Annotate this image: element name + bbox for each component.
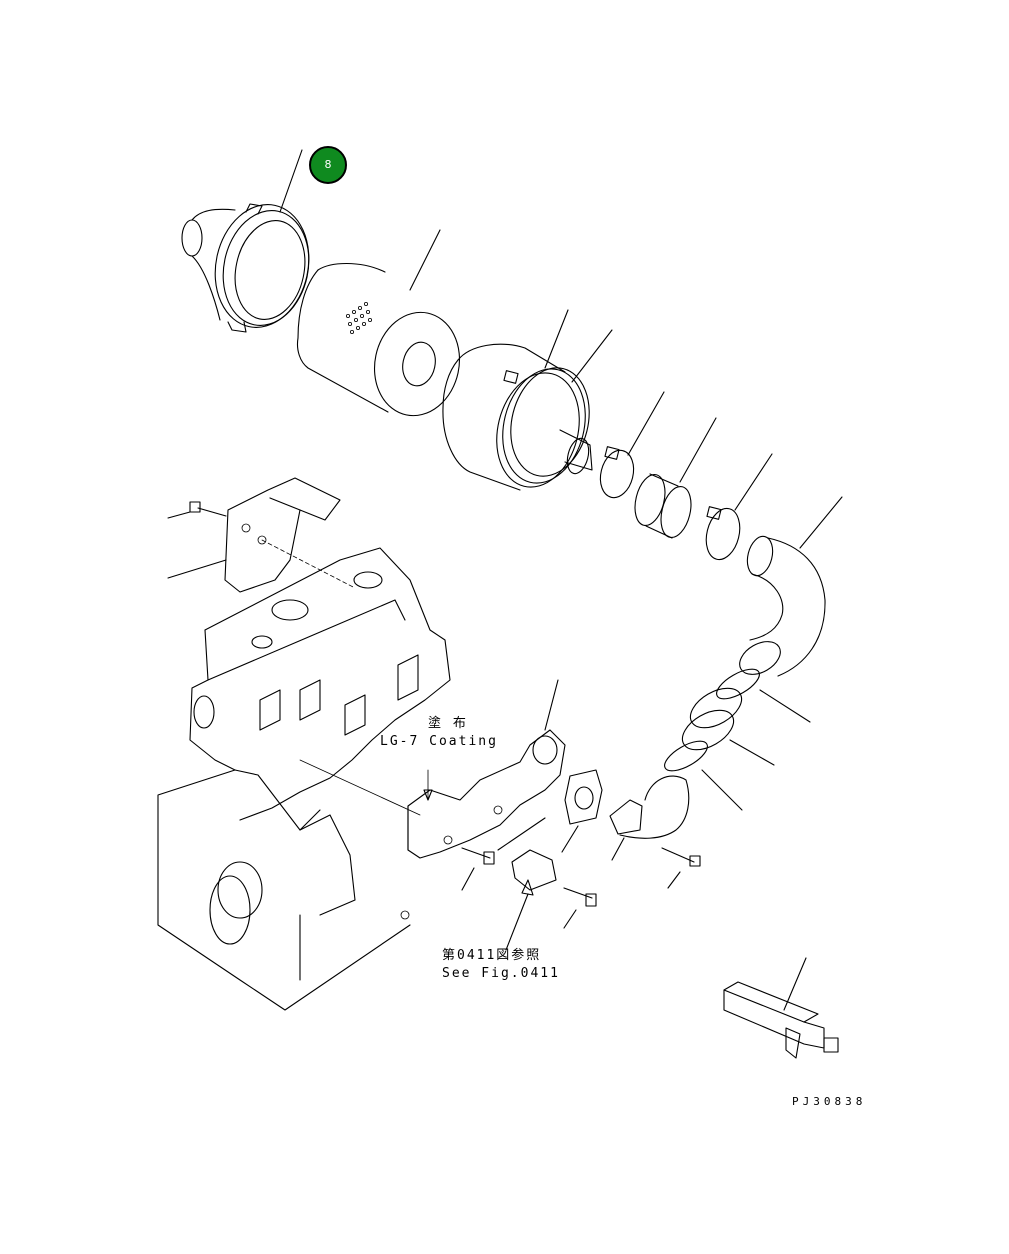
- air-cleaner-body: [442, 309, 613, 491]
- filter-perforation: [345, 301, 372, 334]
- engine-block: [157, 547, 451, 1011]
- see-fig-label-jp: 第0411図参照: [442, 948, 542, 963]
- hose-clamp-middle: [705, 453, 773, 561]
- intake-hose-upper: [634, 417, 717, 539]
- bolt-manifold: [461, 847, 495, 891]
- see-fig-label-en: See Fig.0411: [442, 966, 560, 981]
- bolt-elbow: [661, 847, 701, 889]
- intake-elbow: [609, 775, 690, 861]
- manifold-gasket: [561, 769, 603, 853]
- callout-marker-badge[interactable]: 8: [309, 146, 347, 184]
- intake-hose-lower: [681, 687, 775, 766]
- elbow-hose: [739, 496, 843, 677]
- air-cleaner-cover: [181, 149, 310, 333]
- exhaust-manifold: [407, 679, 566, 859]
- coating-label-en: LG-7 Coating: [380, 734, 498, 749]
- figure-code: PJ30838: [792, 1095, 867, 1108]
- service-tool: [723, 957, 839, 1059]
- mounting-bracket: [167, 477, 356, 593]
- hose-clamp-bottom: [664, 740, 743, 811]
- hose-clamp-upper: [599, 391, 665, 499]
- clamp-bracket: [497, 817, 557, 951]
- bolt-bracket: [167, 501, 227, 519]
- hose-clamp-lower: [716, 668, 811, 723]
- bolt-clamp: [563, 887, 597, 929]
- coating-label-jp: 塗 布: [428, 716, 468, 731]
- filter-element: [296, 229, 461, 417]
